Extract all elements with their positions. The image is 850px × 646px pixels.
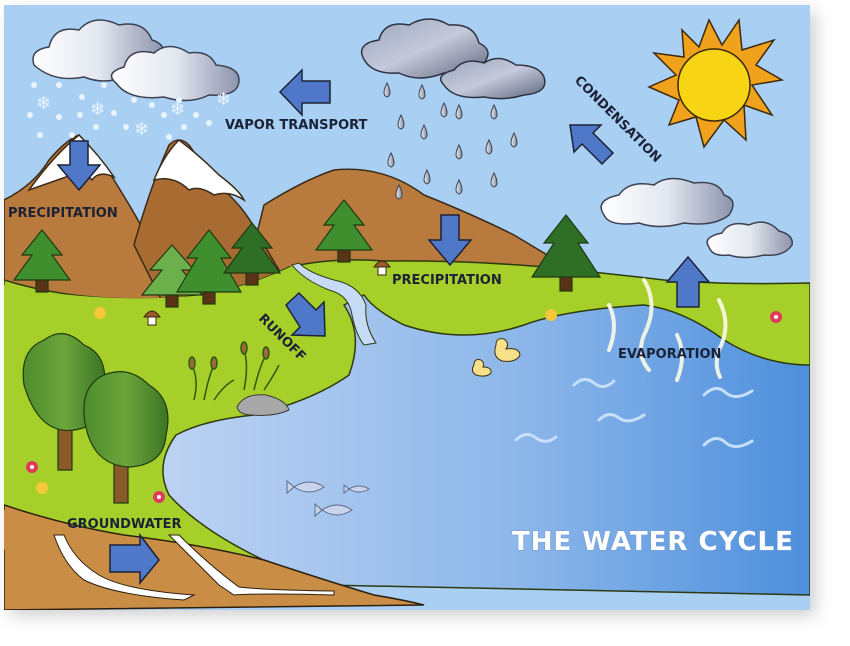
label-precipitation-land: PRECIPITATION	[392, 273, 502, 288]
label-groundwater: GROUNDWATER	[67, 517, 182, 532]
svg-text:❄: ❄	[134, 119, 149, 140]
reeds	[188, 341, 280, 401]
snowflakes: ❄ ❄ ❄ ❄ ❄	[27, 82, 231, 140]
groundwater-arrow	[109, 532, 160, 586]
svg-text:❄: ❄	[216, 89, 231, 110]
rain-cloud	[360, 18, 546, 100]
sun-icon	[647, 17, 785, 149]
mushrooms	[143, 260, 391, 326]
arrows	[56, 68, 711, 586]
label-precipitation-mountain: PRECIPITATION	[8, 206, 118, 221]
rock	[236, 394, 290, 416]
stream	[291, 262, 377, 346]
condensation-arrow	[569, 124, 615, 166]
snow-cloud-left	[32, 19, 240, 102]
white-cloud-right	[600, 177, 793, 259]
svg-text:❄: ❄	[90, 99, 105, 120]
precipitation-mountain-arrow	[56, 140, 102, 192]
deciduous-trees	[22, 333, 169, 504]
vapor-transport-arrow	[278, 68, 331, 117]
fish	[286, 479, 370, 518]
evaporation-steam	[607, 278, 728, 382]
ducks	[471, 338, 521, 377]
pine-trees	[12, 199, 602, 308]
precipitation-land-arrow	[427, 214, 473, 267]
waves	[514, 378, 754, 448]
flowers	[26, 307, 782, 503]
water-cycle-poster: ❄ ❄ ❄ ❄ ❄	[4, 5, 810, 610]
runoff-arrow	[285, 291, 326, 337]
poster-title: THE WATER CYCLE	[512, 527, 794, 557]
evaporation-arrow	[665, 255, 711, 308]
raindrops	[383, 81, 518, 200]
label-vapor-transport: VAPOR TRANSPORT	[225, 118, 368, 133]
soil	[4, 504, 425, 610]
svg-text:❄: ❄	[36, 93, 51, 114]
label-evaporation: EVAPORATION	[618, 347, 721, 362]
svg-text:❄: ❄	[170, 99, 185, 120]
